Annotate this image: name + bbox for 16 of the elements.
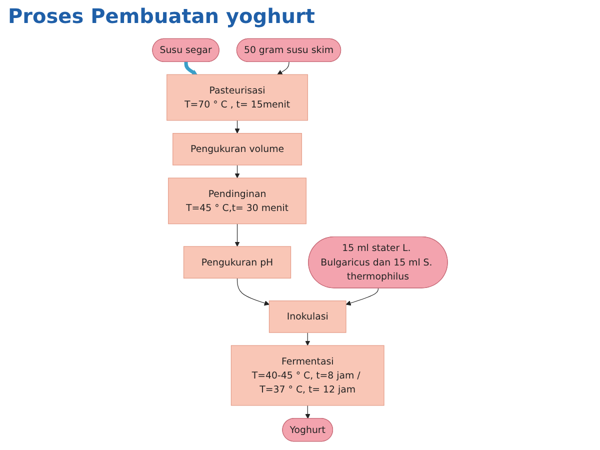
arrow: [234, 224, 240, 247]
arrow: [234, 164, 240, 178]
arrow: [236, 278, 270, 306]
diagram-title: Proses Pembuatan yoghurt: [8, 4, 315, 28]
node-box: Pendinginan T=45 ° C,t= 30 menit: [168, 178, 306, 224]
arrow: [346, 288, 379, 306]
node-box: Fermentasi T=40-45 ° C, t=8 jam / T=37 ° C, t= 12 jam: [230, 345, 384, 406]
arrow: [184, 61, 198, 75]
node-box: Pengukuran volume: [172, 133, 302, 166]
node-box: Pasteurisasi T=70 ° C , t= 15menit: [166, 74, 308, 121]
arrow: [234, 120, 240, 134]
node-box: Pengukuran pH: [183, 246, 292, 278]
arrow: [305, 405, 310, 419]
arrow: [277, 62, 290, 75]
arrow: [305, 332, 310, 346]
node-box: Inokulasi: [268, 300, 346, 333]
